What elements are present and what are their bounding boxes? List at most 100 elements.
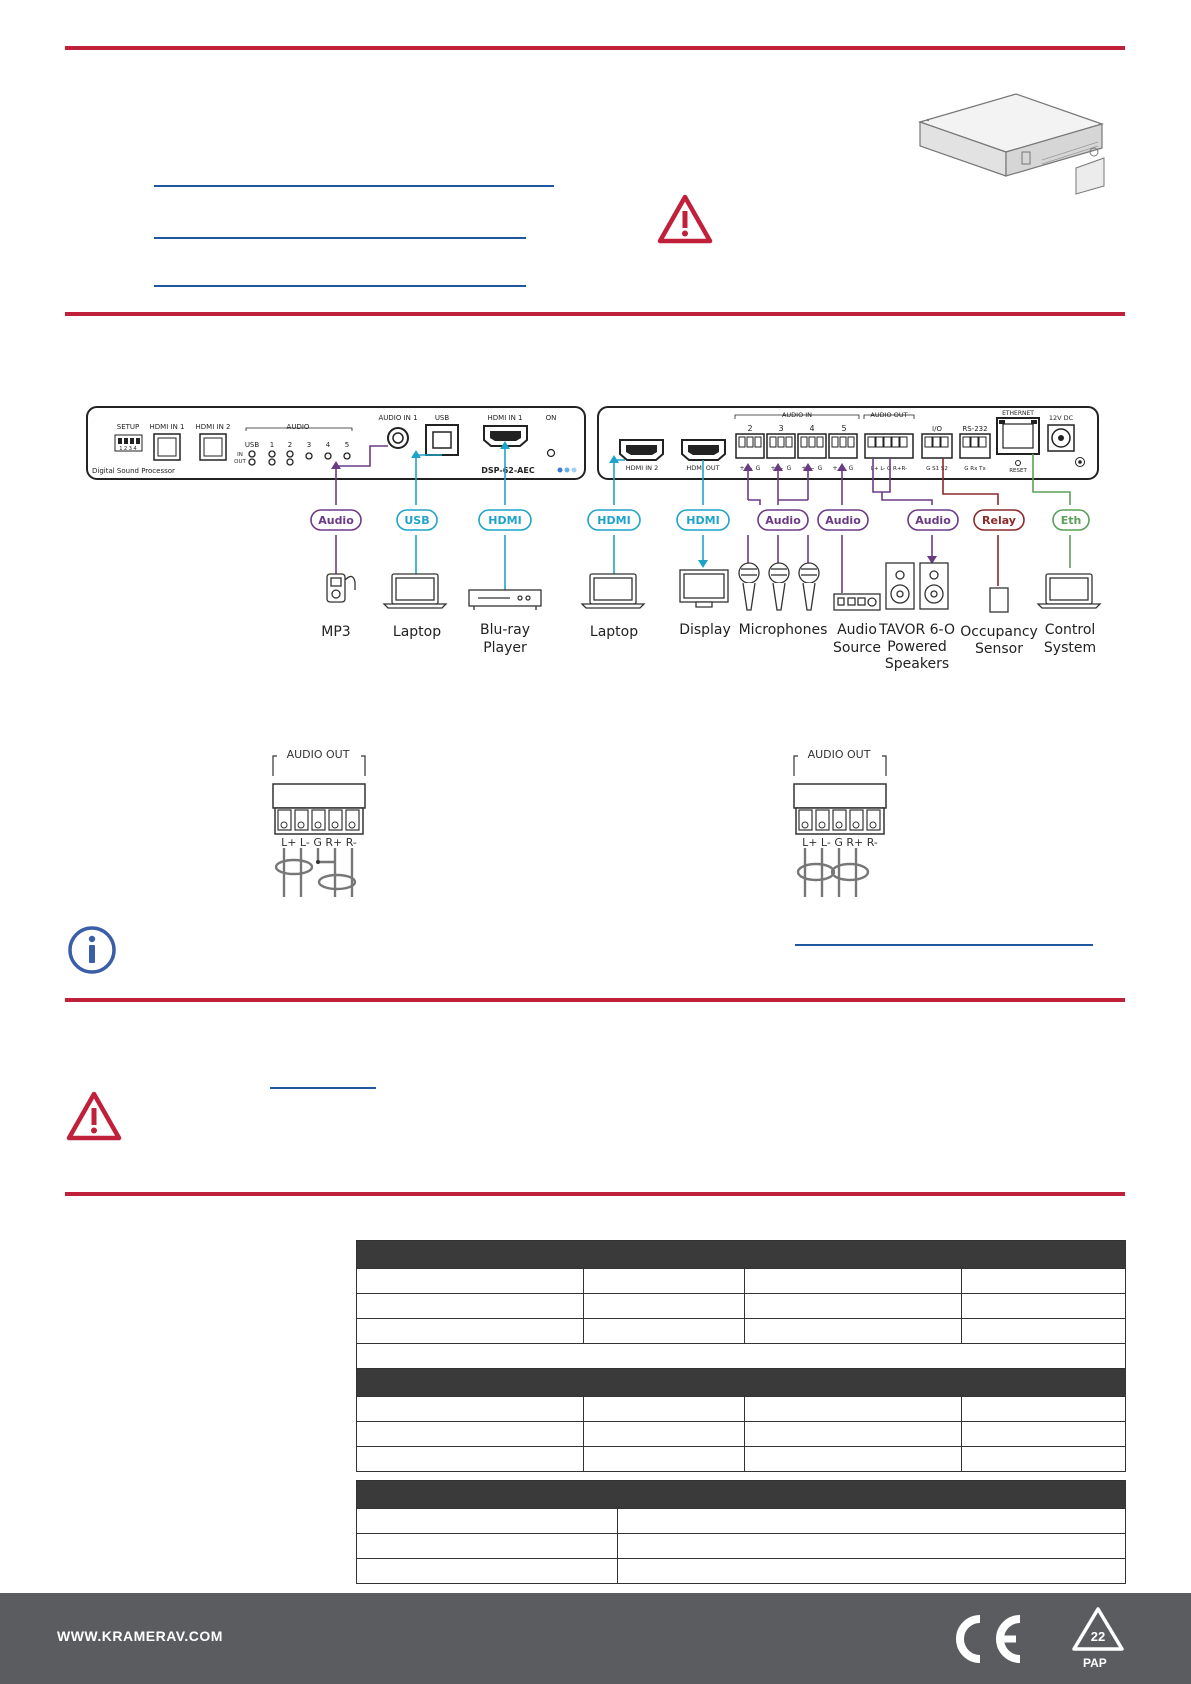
front-ch5-label: 5 xyxy=(345,441,349,449)
badge-hdmi: HDMI xyxy=(686,514,719,527)
badge-audio: Audio xyxy=(318,514,354,527)
badge-audio: Audio xyxy=(765,514,801,527)
rs232-label: RS-232 xyxy=(962,425,987,433)
setup-label: SETUP xyxy=(117,423,140,431)
section-rule-2 xyxy=(65,312,1125,316)
bluray-player-icon xyxy=(468,589,542,610)
table-cell xyxy=(356,1318,584,1344)
rear-in2-label: 2 xyxy=(747,424,752,433)
pin-plus: + xyxy=(801,465,806,472)
footer: WWW.KRAMERAV.COM 22 PAP xyxy=(0,1593,1191,1684)
table-cell xyxy=(961,1268,1126,1294)
table-cell xyxy=(356,1446,584,1472)
table-cell xyxy=(961,1318,1126,1344)
microphones-label: Microphones xyxy=(739,622,828,638)
specification-table xyxy=(356,1240,1126,1472)
connection-diagram: SETUP 1 2 3 4 HDMI IN 1 HDMI IN 2 AUDIO … xyxy=(86,406,1102,672)
occupancy-sensor-icon xyxy=(989,587,1009,613)
usb-port-label: USB xyxy=(435,414,450,422)
specification-table-2 xyxy=(356,1480,1126,1584)
table-cell xyxy=(744,1421,962,1447)
recycle-number: 22 xyxy=(1091,1629,1105,1644)
link-line-1[interactable] xyxy=(154,185,554,187)
laptop-label: Laptop xyxy=(393,624,441,640)
table-cell xyxy=(961,1446,1126,1472)
badge-relay: Relay xyxy=(982,514,1016,527)
info-link-line[interactable] xyxy=(795,944,1093,946)
audio-source-label-2: Source xyxy=(833,640,881,656)
warning-icon xyxy=(66,1091,122,1141)
table-row xyxy=(356,1318,1126,1344)
table-cell xyxy=(356,1421,584,1447)
pin-g: G xyxy=(756,465,761,472)
laptop-icon xyxy=(382,573,448,609)
speakers-label-3: Speakers xyxy=(885,656,949,672)
table-row xyxy=(356,1268,1126,1294)
section-rule-4 xyxy=(65,1192,1125,1196)
table-cell xyxy=(961,1396,1126,1422)
io-pins: G S1 S2 xyxy=(926,466,948,472)
audio-source-label: Audio xyxy=(837,622,877,638)
audio-in-1-label: AUDIO IN 1 xyxy=(378,414,417,422)
pin-minus: − xyxy=(809,465,814,472)
front-hdmi-in-1-label: HDMI IN 1 xyxy=(150,423,185,431)
table-header-row xyxy=(356,1480,1126,1509)
front-caption: Digital Sound Processor xyxy=(92,467,175,475)
rear-hdmi-in-2-label: HDMI IN 2 xyxy=(626,464,658,472)
table-cell xyxy=(356,1558,618,1584)
front-ch4-label: 4 xyxy=(326,441,331,449)
speakers-label: TAVOR 6-O xyxy=(878,622,955,638)
audio-out-wiring-balanced: AUDIO OUT L+ L- G R+ R- xyxy=(272,748,366,897)
model-label: DSP-62-AEC xyxy=(481,466,535,475)
table-cell xyxy=(961,1421,1126,1447)
link-line-2[interactable] xyxy=(154,237,526,239)
rear-in5-label: 5 xyxy=(841,424,846,433)
table-header-cell xyxy=(356,1240,1126,1269)
speaker-icon xyxy=(885,562,915,610)
recycle-code: PAP xyxy=(1083,1656,1107,1670)
table-row xyxy=(356,1558,1126,1584)
laptop-icon xyxy=(580,573,646,609)
table-cell xyxy=(356,1343,1126,1369)
footer-url[interactable]: WWW.KRAMERAV.COM xyxy=(57,1628,223,1644)
front-out-label: OUT xyxy=(234,459,246,465)
table-row xyxy=(356,1293,1126,1319)
bluray-label-2: Player xyxy=(483,640,527,656)
table-cell xyxy=(583,1421,745,1447)
front-ch1-label: 1 xyxy=(270,441,274,449)
badge-audio: Audio xyxy=(825,514,861,527)
sensor-label: Occupancy xyxy=(960,624,1038,640)
table-cell xyxy=(744,1268,962,1294)
badge-hdmi: HDMI xyxy=(488,514,521,527)
table-row xyxy=(356,1421,1126,1447)
table-cell xyxy=(744,1293,962,1319)
table-cell xyxy=(356,1268,584,1294)
dip-switch-numbers: 1 2 3 4 xyxy=(119,446,137,452)
table-cell xyxy=(617,1533,1126,1559)
rear-panel: HDMI IN 2 HDMI OUT AUDIO IN 2 3 4 5 + − … xyxy=(597,406,1099,480)
table-cell xyxy=(961,1293,1126,1319)
table-cell xyxy=(583,1293,745,1319)
warning-link-line[interactable] xyxy=(270,1087,376,1089)
table-cell xyxy=(744,1446,962,1472)
microphone-icon xyxy=(738,562,760,611)
table-row xyxy=(356,1508,1126,1534)
link-line-3[interactable] xyxy=(154,285,526,287)
table-header-cell xyxy=(356,1368,1126,1397)
table-row xyxy=(356,1446,1126,1472)
badge-eth: Eth xyxy=(1061,514,1082,527)
table-cell xyxy=(617,1558,1126,1584)
pin-plus: + xyxy=(739,465,744,472)
table-cell xyxy=(356,1396,584,1422)
wiring-pins-right: L+ L- G R+ R- xyxy=(802,836,878,849)
sensor-label-2: Sensor xyxy=(975,641,1023,657)
speaker-icon xyxy=(919,562,949,610)
badge-usb: USB xyxy=(404,514,429,527)
pin-g: G xyxy=(787,465,792,472)
display-icon xyxy=(679,569,729,608)
table-cell xyxy=(744,1318,962,1344)
front-audio-label: AUDIO xyxy=(287,423,310,431)
control-label: Control xyxy=(1045,622,1096,638)
dc-label: 12V DC xyxy=(1049,414,1074,422)
device-icons xyxy=(326,562,1102,613)
